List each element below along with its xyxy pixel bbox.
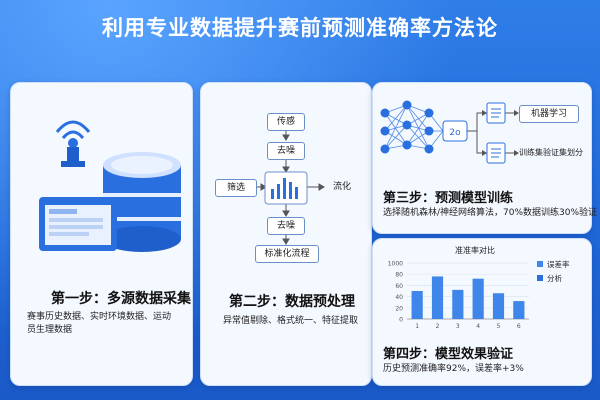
flow-node-standardization: 标准化流程 [255,245,319,263]
data-source-illustration [39,120,181,252]
flow-node-denoise-top: 去噪 [267,142,305,160]
flow-node-streaming: 流化 [332,182,351,192]
preprocessing-flow-connectors [257,129,325,245]
y-tick-label: 1000 [388,261,403,268]
flow-node-denoise-bottom: 去噪 [267,217,305,235]
y-tick-label: 20 [395,305,403,312]
model-node-label: 2o [449,128,461,138]
model-output-dataset-split: 训练集验证集划分 [519,148,583,157]
step2-card: 传感 去噪 筛选 流化 去噪 标准化流程 第二步：数据预处理 异常值剔除、格式统… [200,82,372,386]
legend-label: 误差率 [547,259,570,269]
bar [431,276,444,319]
y-tick-label: 80 [395,272,403,279]
flow-node-filter: 筛选 [215,179,257,197]
legend-swatch [537,275,543,281]
monitor-icon [39,197,117,251]
step1-description-line2: 员生理数据 [27,325,73,335]
step1-title: 第一步：多源数据采集 [51,291,191,307]
document-icon [486,142,506,164]
step4-description: 历史预测准确率92%，误差率+3% [383,364,524,374]
step4-card: 准准率对比 0 20 40 60 80 1000 1 2 3 4 5 6 误差率分析 第四步：模型效果验证… [372,238,592,386]
step2-description: 异常值剔除、格式统一、特征提取 [223,316,359,326]
x-tick-label: 1 [415,323,419,330]
bar [472,278,484,319]
step1-description: 赛事历史数据、实时环境数据、运动 员生理数据 [27,311,189,337]
step4-title: 第四步：模型效果验证 [383,347,514,362]
x-tick-label: 2 [436,323,440,330]
x-tick-label: 4 [476,323,480,330]
y-tick-label: 60 [395,283,403,290]
bar [492,293,505,319]
x-tick-label: 3 [456,323,460,330]
model-output-machine-learning: 机器学习 [519,105,579,123]
x-tick-label: 5 [497,323,501,330]
step3-description: 选择随机森林/神经网络算法，70%数据训练30%验证 [383,208,598,218]
mini-bar-chart-icon [271,178,298,199]
signal-tower-icon [55,120,91,167]
document-icon [486,102,506,124]
step1-description-line1: 赛事历史数据、实时环境数据、运动 [27,312,172,322]
bar [452,289,464,319]
bar [411,291,423,319]
step3-title: 第三步：预测模型训练 [383,191,514,206]
y-tick-label: 40 [395,294,403,301]
page-title: 利用专业数据提升赛前预测准确率方法论 [102,16,498,40]
y-tick-label: 0 [399,317,403,324]
chart-title: 准准率对比 [455,245,495,255]
legend-label: 分析 [547,273,562,283]
flow-node-sensing: 传感 [267,113,305,131]
step2-title: 第二步：数据预处理 [229,294,355,310]
x-tick-label: 6 [517,323,521,330]
step1-card: 第一步：多源数据采集 赛事历史数据、实时环境数据、运动 员生理数据 [10,82,193,386]
bar [513,301,525,319]
legend-swatch [537,261,543,267]
step3-card: 2o 机器学习 训练集验证集划分 第三步：预测模型训练 选择随机森 [372,82,598,234]
neural-network-diagram: 2o [380,100,519,164]
